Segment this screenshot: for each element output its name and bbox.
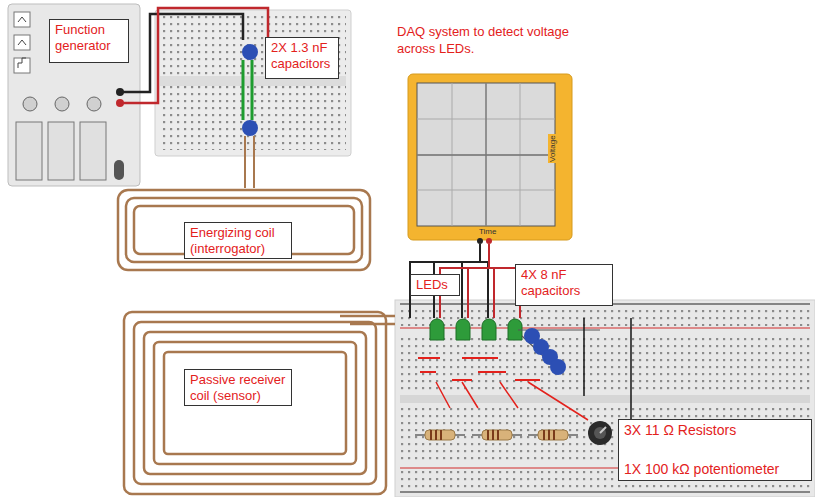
note-label: DAQ system to detect voltage across LEDs…	[397, 24, 577, 58]
callout-box: Function generator	[49, 19, 129, 63]
callout-box: Energizing coil (interrogator)	[184, 222, 292, 259]
callout-text: 1X 100 kΩ potentiometer	[624, 461, 806, 478]
callout-text: Passive receiver coil (sensor)	[190, 372, 286, 403]
callout-text: 3X 11 Ω Resistors	[624, 422, 806, 439]
callout-box: Passive receiver coil (sensor)	[184, 369, 292, 406]
callout-text: LEDs	[416, 277, 454, 293]
callout-text: 4X 8 nF capacitors	[521, 267, 607, 298]
callout-text: 2X 1.3 nF capacitors	[271, 40, 333, 71]
callout-box: 2X 1.3 nF capacitors	[265, 37, 339, 79]
parts-callout-box: 3X 11 Ω Resistors 1X 100 kΩ potentiometer	[618, 419, 812, 481]
callout-text: Energizing coil (interrogator)	[190, 225, 286, 256]
callout-text: Function generator	[55, 22, 123, 53]
axis-label: Time	[478, 227, 497, 236]
callout-box: 4X 8 nF capacitors	[515, 264, 613, 306]
axis-label: Voltage	[548, 134, 557, 163]
callout-box: LEDs	[410, 274, 460, 296]
